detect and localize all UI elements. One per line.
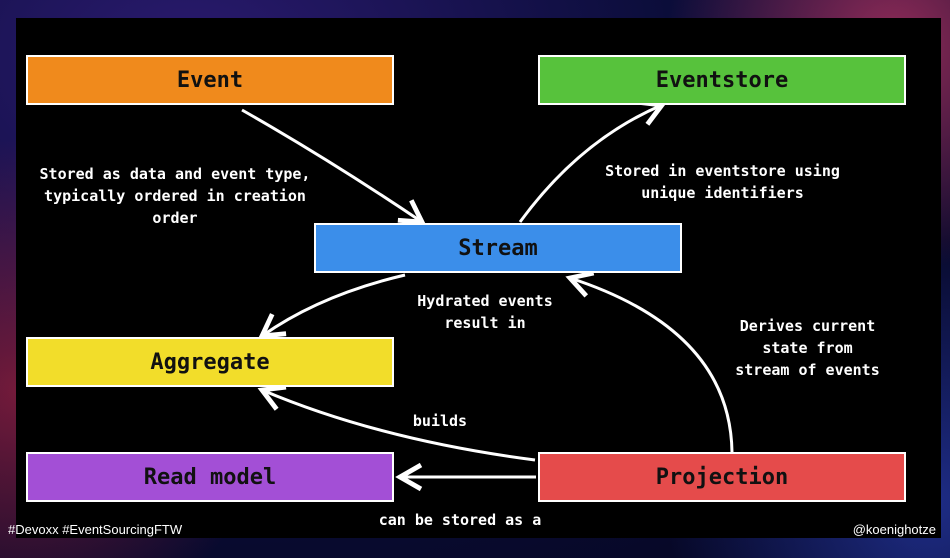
stream-node-label: Stream bbox=[458, 235, 538, 261]
projection-node-label: Projection bbox=[655, 464, 789, 490]
stream-node: Stream bbox=[314, 223, 682, 273]
edge-label-stream-to-aggregate: Hydrated events result in bbox=[417, 292, 553, 332]
edge-label-projection-to-aggregate: builds bbox=[412, 412, 468, 430]
read-model-node: Read model bbox=[26, 452, 394, 502]
arrow-stream-to-aggregate bbox=[258, 273, 406, 339]
projection-node: Projection bbox=[538, 452, 906, 502]
eventstore-node: Eventstore bbox=[538, 55, 906, 105]
edge-label-projection-to-stream: Derives current state from stream of eve… bbox=[735, 317, 880, 379]
footer-hashtags: #Devoxx #EventSourcingFTW bbox=[8, 522, 183, 537]
edge-label-stream-to-eventstore: Stored in eventstore using unique identi… bbox=[605, 162, 840, 202]
aggregate-node: Aggregate bbox=[26, 337, 394, 387]
event-node: Event bbox=[26, 55, 394, 105]
eventstore-node-label: Eventstore bbox=[655, 67, 789, 93]
arrow-stream-to-eventstore bbox=[518, 99, 667, 223]
arrow-projection-to-stream bbox=[565, 270, 734, 453]
read-model-node-label: Read model bbox=[143, 464, 277, 490]
aggregate-node-label: Aggregate bbox=[150, 349, 270, 375]
edge-label-projection-to-read-model: can be stored as a bbox=[378, 511, 542, 529]
arrow-projection-to-aggregate bbox=[257, 384, 536, 462]
arrow-event-to-stream bbox=[241, 108, 427, 225]
edge-label-event-to-stream: Stored as data and event type, typically… bbox=[39, 165, 311, 227]
event-node-label: Event bbox=[176, 67, 244, 93]
footer-handle: @koenighotze bbox=[852, 522, 936, 537]
